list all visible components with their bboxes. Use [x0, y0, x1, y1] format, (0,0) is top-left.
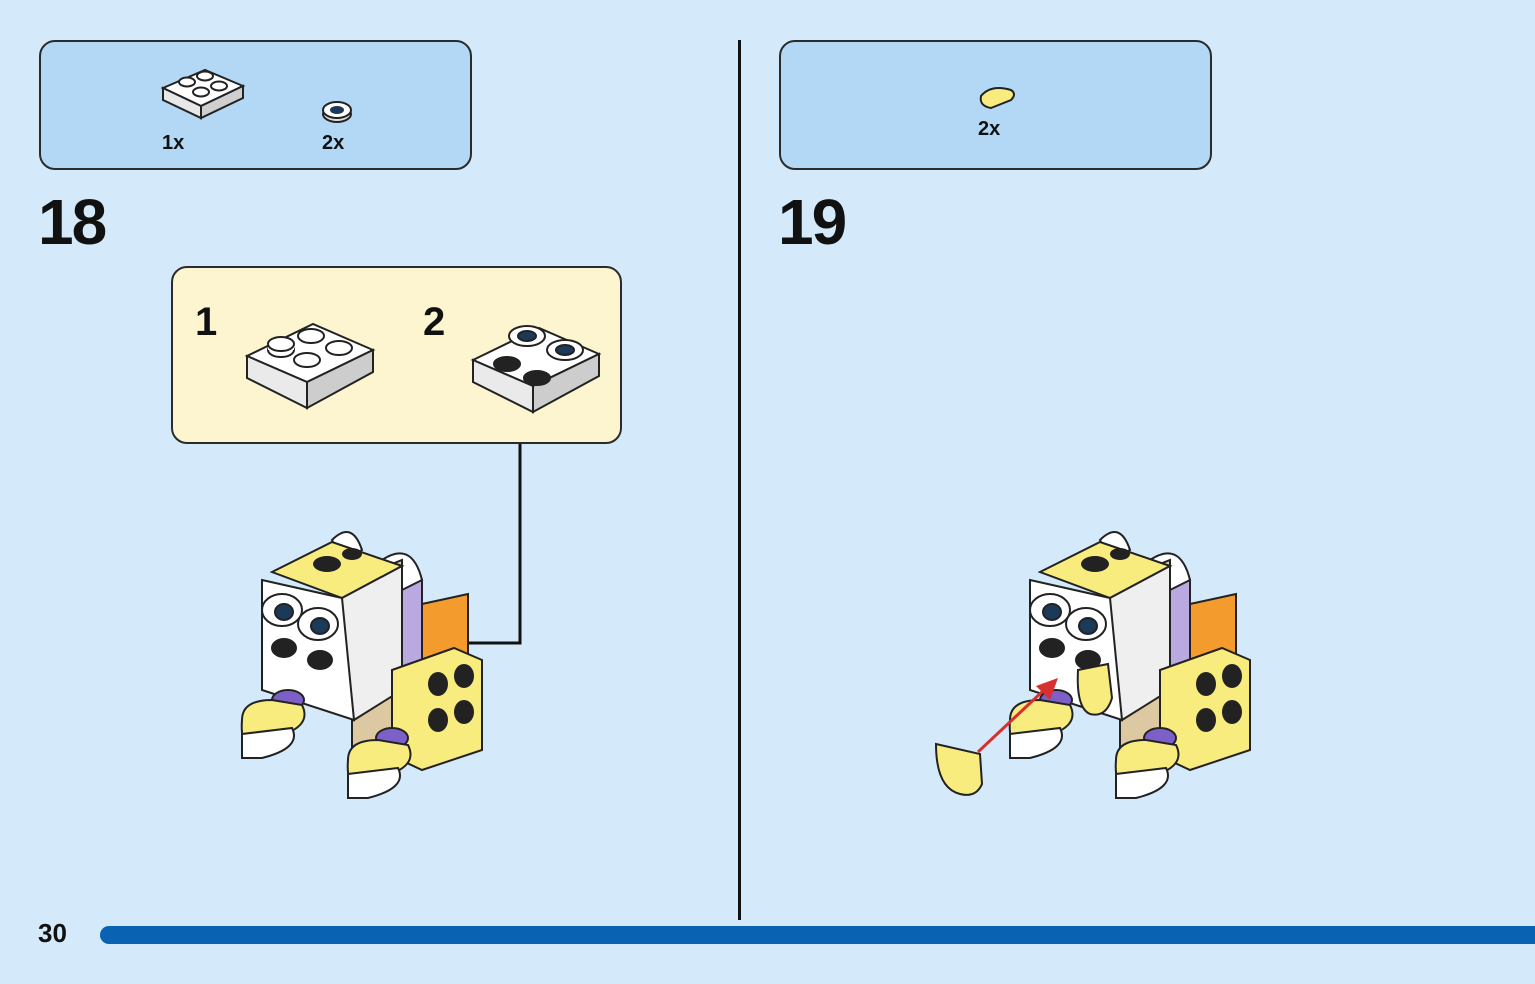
substep-number: 1 — [195, 300, 218, 344]
yellow-curved-tile-icon — [979, 87, 1015, 110]
part-qty: 1x — [162, 132, 185, 154]
step-number: 19 — [778, 186, 847, 258]
substep-callout: 1 2 — [171, 266, 622, 444]
part-qty: 2x — [978, 118, 1001, 140]
parts-box-step-19: 2x — [779, 40, 1212, 170]
round-eye-tile-icon — [322, 101, 352, 123]
plate-with-eyes-icon — [470, 325, 602, 414]
plate-2x2-white-icon — [160, 68, 246, 120]
bird-model-illustration — [240, 531, 483, 799]
substep-number: 2 — [423, 300, 446, 344]
plate-2x2-white-icon — [244, 322, 376, 410]
parts-box-step-18: 1x 2x — [39, 40, 472, 170]
page-number: 30 — [38, 918, 67, 948]
part-qty: 2x — [322, 132, 345, 154]
step-number: 18 — [38, 186, 107, 258]
progress-bar — [100, 926, 1535, 944]
page-divider — [738, 40, 741, 920]
